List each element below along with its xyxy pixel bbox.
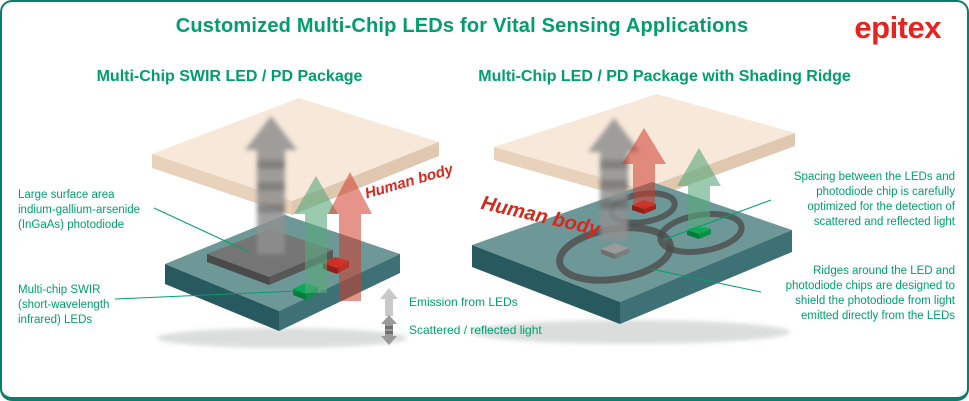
leader-lines — [114, 199, 772, 300]
right-panel-heading: Multi-Chip LED / PD Package with Shading… — [478, 68, 851, 85]
right-green-emission-arrow — [677, 148, 721, 228]
legend-scattered-label: Scattered / reflected light — [409, 323, 542, 337]
legend-scattered-row: Scattered / reflected light — [380, 315, 542, 345]
left-green-led-chip — [293, 283, 318, 300]
right-red-led-chip — [632, 200, 656, 214]
right-green-led-chip — [687, 225, 711, 239]
left-scattered-light-arrow — [245, 116, 297, 254]
left-photodiode-chip — [207, 229, 333, 285]
photodiode-label: Large surface area indium-gallium-arseni… — [18, 189, 141, 231]
right-body-slab — [494, 94, 795, 202]
left-red-led-chip — [323, 257, 349, 274]
left-body-slab — [152, 98, 439, 215]
swir-leds-label: Multi-chip SWIR (short-wavelength infrar… — [18, 284, 110, 326]
right-red-emission-arrow — [622, 128, 666, 206]
human-body-label-right: Human body — [479, 192, 603, 241]
left-panel-heading: Multi-Chip SWIR LED / PD Package — [96, 68, 363, 85]
emission-arrow-icon — [380, 288, 398, 316]
human-body-label-left: Human body — [363, 160, 456, 203]
ridges-note-label: Ridges around the LED and photodiode chi… — [785, 265, 955, 322]
epitex-logo: epitex — [854, 10, 941, 45]
spacing-note-label: Spacing between the LEDs and photodiode … — [793, 171, 955, 228]
legend-emission-label: Emission from LEDs — [409, 295, 518, 309]
legend-emission-row: Emission from LEDs — [380, 288, 518, 316]
scattered-light-arrow-icon — [381, 315, 397, 345]
page-title: Customized Multi-Chip LEDs for Vital Sen… — [175, 15, 749, 37]
right-photodiode-chip — [601, 243, 629, 259]
left-green-emission-arrow — [294, 176, 338, 293]
left-package — [165, 215, 400, 331]
left-package-shadow — [157, 328, 407, 348]
